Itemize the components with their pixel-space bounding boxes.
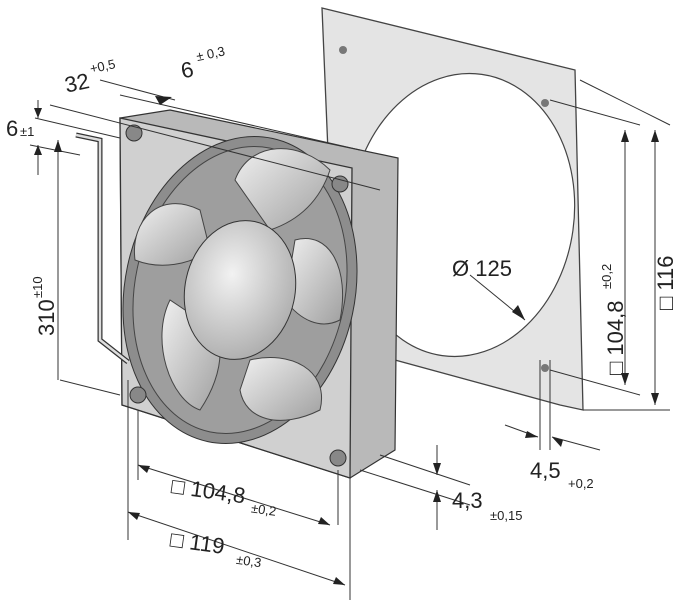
mounting-hole [329,449,347,467]
fan [75,109,399,479]
svg-text:310: 310 [34,299,59,336]
svg-text:±0,2: ±0,2 [250,500,277,518]
svg-text:±1: ±1 [20,124,34,139]
svg-text:□ 104,8: □ 104,8 [170,473,247,508]
svg-text:□ 119: □ 119 [169,527,226,559]
dim-gasket-size: □ 116 [653,256,678,310]
gasket-hole [541,364,549,372]
mounting-hole [331,175,349,193]
dim-fan-hole-dia: 4,3 ±0,15 [452,488,522,523]
dim-frame-depth: 6 ± 0,3 [179,43,227,83]
svg-text:±10: ±10 [30,276,45,298]
svg-text:6: 6 [6,116,18,141]
gasket-hole [339,46,347,54]
svg-text:6: 6 [179,56,196,83]
mounting-hole [125,124,143,142]
dim-gasket-hole-dia: 4,5 +0,2 [530,458,594,491]
svg-text:+0,2: +0,2 [568,476,594,491]
gasket-hole [541,99,549,107]
svg-text:32: 32 [62,68,91,98]
mounting-hole [129,386,147,404]
dim-cable-strip: 6 ±1 [6,116,34,141]
fan-hub [183,220,297,360]
dim-cable-length: 310 ±10 [30,276,59,336]
svg-text:±0,2: ±0,2 [599,264,614,289]
dimension-arrows [34,96,659,585]
dim-gasket-opening: Ø 125 [452,256,512,281]
dim-gasket-hole-spacing: □ 104,8 ±0,2 [599,264,628,375]
svg-text:±0,15: ±0,15 [490,508,522,523]
svg-text:4,3: 4,3 [452,488,483,513]
svg-text:± 0,3: ± 0,3 [195,43,226,64]
svg-text:4,5: 4,5 [530,458,561,483]
svg-text:□ 116: □ 116 [653,256,678,310]
dimension-lines [29,79,671,600]
dim-fan-hole-spacing: □ 104,8 ±0,2 [170,473,277,519]
dim-cable-offset: 32 +0,5 [62,56,116,98]
svg-text:+0,5: +0,5 [88,56,116,76]
svg-text:□ 104,8: □ 104,8 [603,301,628,375]
dim-fan-size: □ 119 ±0,3 [169,527,263,571]
svg-text:±0,3: ±0,3 [235,552,262,570]
